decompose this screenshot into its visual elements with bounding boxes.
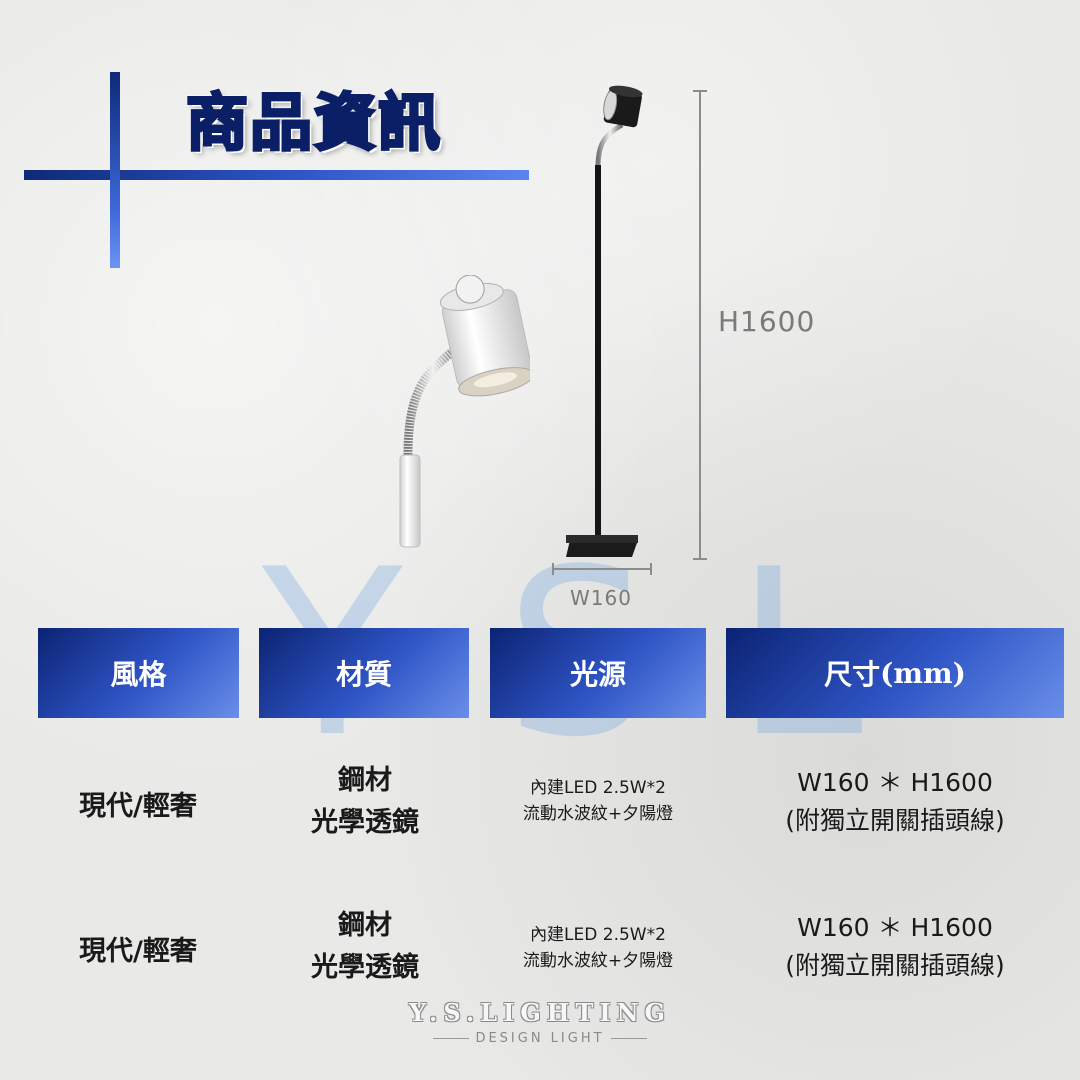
- header-cell-size-unit: (mm): [880, 656, 966, 690]
- row-2-light-source: 內建LED 2.5W*2 流動水波紋+夕陽燈: [488, 922, 708, 974]
- height-dimension-line: [699, 90, 701, 560]
- row-1-material: 鋼材 光學透鏡: [255, 760, 475, 844]
- header-cell-light-source-label: 光源: [569, 658, 626, 691]
- header-cell-style: 風格: [38, 628, 239, 718]
- row-2-style: 現代/輕奢: [79, 936, 197, 967]
- header-horizontal-rule: [24, 170, 529, 180]
- row-1-style: 現代/輕奢: [79, 791, 197, 822]
- row-1-material-line-1: 鋼材: [338, 765, 392, 796]
- width-dimension-cap-left: [552, 563, 554, 575]
- row-2-light-source-line-2: 流動水波紋+夕陽燈: [522, 951, 674, 971]
- brand-logo: Y.S.LIGHTING DESIGN LIGHT: [0, 998, 1080, 1046]
- header-cell-style-label: 風格: [110, 658, 167, 691]
- logo-rule-left: [433, 1038, 470, 1039]
- row-1-material-line-2: 光學透鏡: [311, 807, 419, 838]
- row-2-size-line-1: W160 ＊ H1600: [797, 913, 993, 942]
- brand-logo-name: Y.S.LIGHTING: [408, 998, 672, 1027]
- page-title: 商品資訊: [184, 85, 443, 161]
- row-2-material-line-2: 光學透鏡: [311, 952, 419, 983]
- header-cell-material: 材質: [259, 628, 469, 718]
- header-cell-size-label: 尺寸: [824, 658, 881, 691]
- row-2-material-line-1: 鋼材: [338, 910, 392, 941]
- row-1-light-source-line-2: 流動水波紋+夕陽燈: [522, 804, 674, 824]
- row-1-light-source: 內建LED 2.5W*2 流動水波紋+夕陽燈: [488, 775, 708, 827]
- width-dimension-label: W160: [570, 586, 632, 610]
- row-2-material: 鋼材 光學透鏡: [255, 905, 475, 989]
- header-cell-material-label: 材質: [335, 658, 392, 691]
- lamp-head-detail-image: [399, 275, 530, 548]
- logo-rule-right: [610, 1038, 647, 1039]
- height-dimension-label: H1600: [718, 305, 816, 338]
- brand-logo-tagline: DESIGN LIGHT: [0, 1031, 1080, 1046]
- row-1-size-line-1: W160 ＊ H1600: [797, 768, 993, 797]
- row-1-light-source-line-1: 內建LED 2.5W*2: [530, 778, 666, 798]
- row-1-size-line-2: (附獨立開關插頭線): [785, 806, 1005, 835]
- height-dimension-cap-bottom: [693, 558, 707, 560]
- floor-lamp-image: [566, 85, 643, 557]
- row-2-size: W160 ＊ H1600 (附獨立開關插頭線): [725, 909, 1065, 985]
- height-dimension-cap-top: [693, 90, 707, 92]
- row-1-size: W160 ＊ H1600 (附獨立開關插頭線): [725, 764, 1065, 840]
- row-2-light-source-line-1: 內建LED 2.5W*2: [530, 925, 666, 945]
- header-vertical-rule: [110, 72, 120, 268]
- header-cell-size: 尺寸(mm): [726, 628, 1064, 718]
- brand-logo-tagline-text: DESIGN LIGHT: [475, 1031, 605, 1046]
- width-dimension-cap-right: [650, 563, 652, 575]
- width-dimension-line: [552, 568, 652, 570]
- header-cell-light-source: 光源: [490, 628, 706, 718]
- row-2-size-line-2: (附獨立開關插頭線): [785, 951, 1005, 980]
